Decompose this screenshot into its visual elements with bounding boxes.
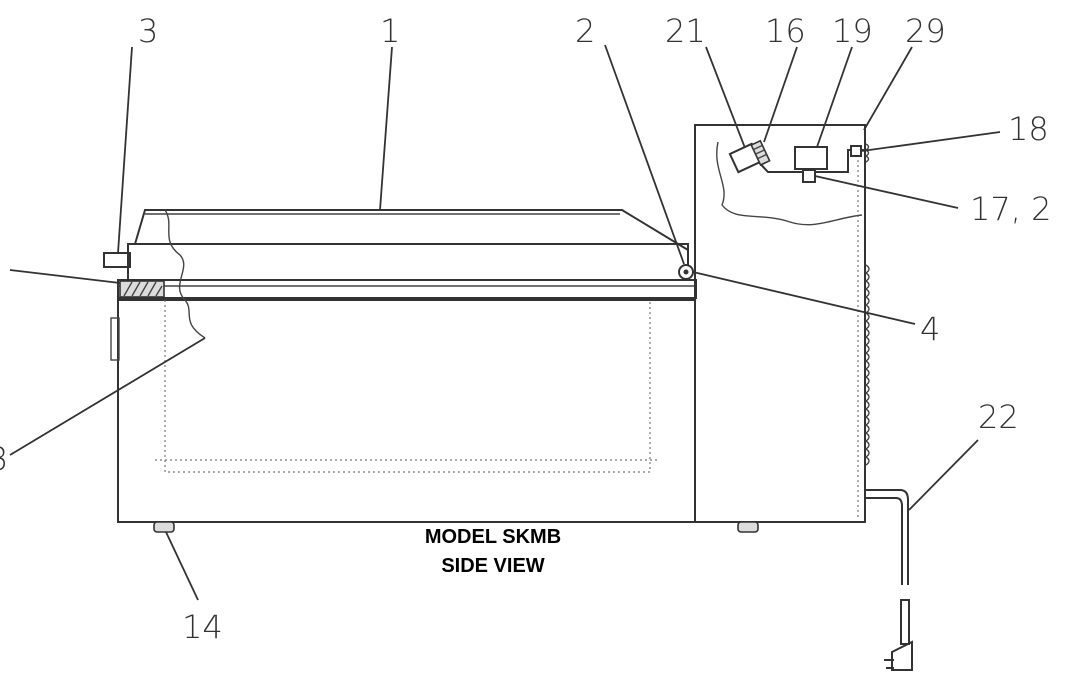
cutaway-left: [164, 209, 206, 339]
connector-part-16: [750, 139, 771, 167]
leader-17: [814, 175, 959, 209]
control-tower: [694, 124, 866, 523]
callout-2: 2: [575, 12, 595, 50]
leader-4: [692, 271, 916, 325]
callout-14: 14: [182, 608, 223, 646]
callout-22: 22: [978, 398, 1019, 436]
callout-1: 1: [380, 12, 400, 50]
callout-3: 3: [138, 12, 158, 50]
lid-frame: [127, 243, 689, 281]
leader-22: [908, 439, 979, 511]
leader-29: [863, 46, 913, 131]
foot-left: [153, 521, 175, 533]
vent-coils: [864, 264, 870, 466]
leader-5: [9, 269, 121, 284]
callout-19: 19: [832, 12, 873, 50]
foot-right: [737, 521, 759, 533]
handle-part-3: [103, 252, 131, 268]
leader-21: [705, 46, 746, 149]
hinge-rod: [117, 279, 697, 299]
callout-5-partial: i: [0, 252, 3, 290]
grille-part: [119, 280, 165, 298]
leader-16: [763, 46, 798, 143]
switch-coil: [864, 143, 870, 163]
lid-dome: [134, 209, 689, 251]
inner-chamber-dashed: [164, 300, 651, 473]
leader-1: [379, 46, 393, 211]
chamber-body: [117, 299, 696, 523]
box-part-19: [794, 146, 828, 170]
leader-14: [165, 531, 199, 601]
leader-18: [861, 131, 1001, 152]
callout-4: 4: [920, 310, 940, 348]
callout-8-partial: 3: [0, 440, 8, 478]
callout-21: 21: [665, 12, 706, 50]
power-cord: [866, 489, 913, 671]
leader-19: [816, 46, 853, 148]
leader-3: [117, 46, 133, 254]
left-side-panel: [110, 317, 120, 361]
caption-view: SIDE VIEW: [441, 555, 544, 577]
leader-2: [604, 44, 685, 265]
component-part-17: [802, 169, 816, 183]
callout-29: 29: [905, 12, 946, 50]
callout-17: 17, 2: [970, 190, 1051, 228]
callout-18: 18: [1008, 110, 1049, 148]
leader-8: [9, 337, 206, 456]
caption-model: MODEL SKMB: [425, 526, 561, 548]
hinge-pivot-center: [683, 269, 689, 275]
cutaway-tower: [716, 141, 863, 226]
callout-16: 16: [765, 12, 806, 50]
switch-part-18: [850, 145, 862, 157]
